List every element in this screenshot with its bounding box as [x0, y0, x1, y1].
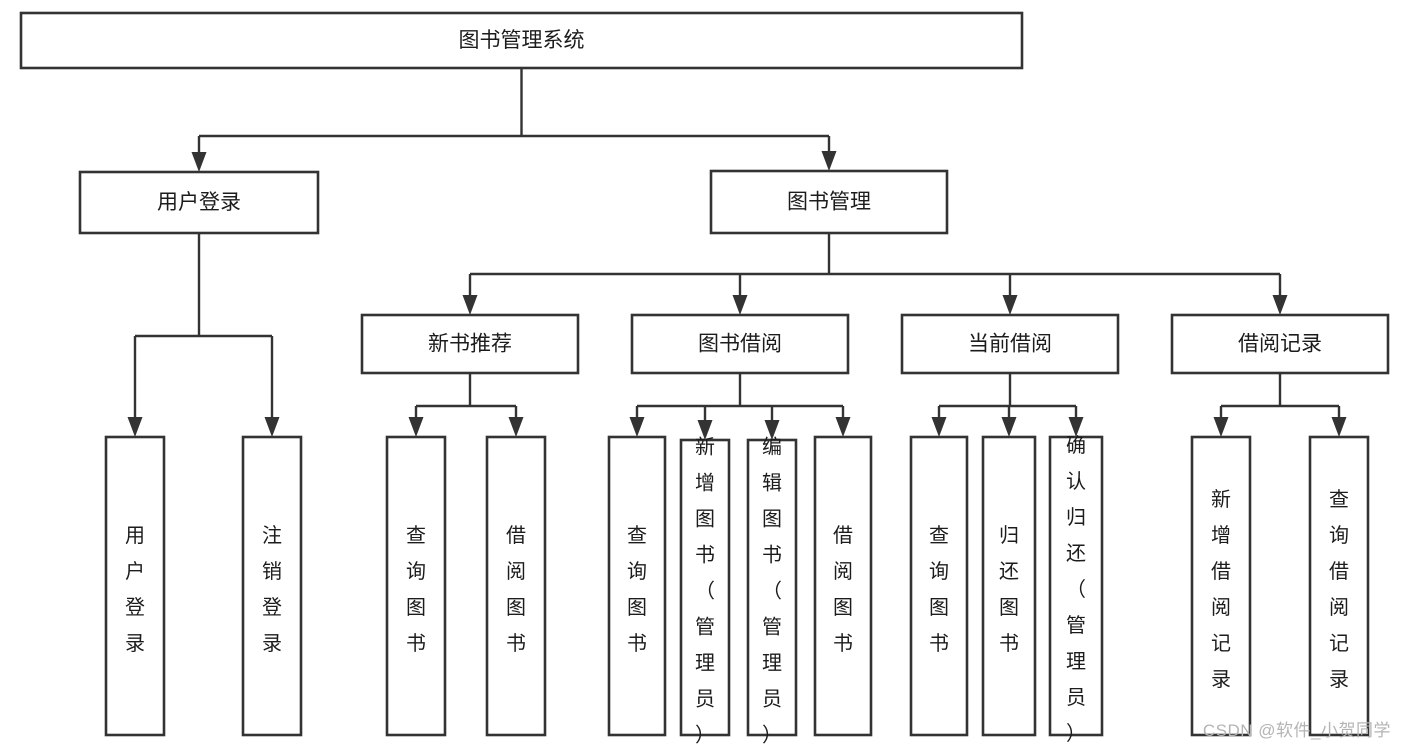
node-label: 新书推荐 [428, 333, 512, 356]
node-leaf-borrow-book-1[interactable]: 借阅图书 [485, 435, 547, 737]
node-current-borrow[interactable]: 当前借阅 [900, 313, 1120, 375]
node-box [1308, 435, 1370, 737]
node-box [485, 435, 547, 737]
arrow-head-icon [462, 295, 478, 315]
node-user-login[interactable]: 用户登录 [78, 170, 320, 235]
arrow-head-icon [764, 420, 780, 440]
node-box [241, 435, 303, 737]
node-label: 用户登录 [157, 191, 241, 214]
node-box [19, 11, 1024, 70]
node-label: 借阅记录 [1238, 333, 1322, 356]
node-label: 归还图书 [999, 524, 1019, 655]
node-leaf-return-book[interactable]: 归还图书 [981, 435, 1037, 737]
node-leaf-logout[interactable]: 注销登录 [241, 435, 303, 737]
node-leaf-confirm-return[interactable]: 确认归还（管理员） [1048, 434, 1104, 745]
arrow-head-icon [697, 420, 713, 440]
node-label: 编辑图书（管理员） [762, 436, 782, 747]
node-box [679, 438, 731, 737]
node-layer: 图书管理系统用户登录图书管理新书推荐图书借阅当前借阅借阅记录用户登录注销登录查询… [19, 11, 1390, 747]
node-label: 借阅图书 [506, 524, 526, 655]
node-label: 查询图书 [929, 524, 949, 655]
arrow-head-icon [127, 417, 143, 437]
node-new-book-rec[interactable]: 新书推荐 [360, 313, 580, 375]
node-label: 图书管理系统 [459, 29, 585, 52]
node-leaf-query-book-2[interactable]: 查询图书 [607, 435, 667, 737]
node-label: 新增借阅记录 [1211, 488, 1231, 691]
arrow-head-icon [508, 417, 524, 437]
arrow-head-icon [1001, 417, 1017, 437]
arrow-head-icon [1331, 417, 1347, 437]
node-box [900, 313, 1120, 375]
node-label: 注销登录 [262, 524, 282, 655]
node-leaf-edit-book[interactable]: 编辑图书（管理员） [746, 436, 798, 747]
node-label: 图书借阅 [698, 333, 782, 356]
arrow-head-icon [732, 295, 748, 315]
node-label: 确认归还（管理员） [1066, 434, 1086, 745]
node-leaf-user-login[interactable]: 用户登录 [104, 435, 166, 737]
node-label: 图书管理 [787, 191, 871, 214]
node-leaf-query-record[interactable]: 查询借阅记录 [1308, 435, 1370, 737]
arrow-head-icon [1002, 295, 1018, 315]
arrow-head-icon [408, 417, 424, 437]
arrow-head-icon [931, 417, 947, 437]
node-box [630, 313, 850, 375]
arrow-head-icon [629, 417, 645, 437]
node-box [78, 170, 320, 235]
arrow-head-icon [191, 152, 207, 172]
node-book-manage[interactable]: 图书管理 [709, 169, 949, 235]
node-label: 当前借阅 [968, 333, 1052, 356]
node-box [607, 435, 667, 737]
node-label: 查询图书 [406, 524, 426, 655]
node-box [709, 169, 949, 235]
arrow-head-icon [1068, 417, 1084, 437]
watermark-label: CSDN @软件_小贺同学 [1202, 721, 1391, 740]
node-box [104, 435, 166, 737]
node-box [1048, 435, 1104, 737]
node-box [813, 435, 873, 737]
arrow-head-icon [1213, 417, 1229, 437]
arrow-head-icon [264, 417, 280, 437]
node-box [909, 435, 969, 737]
node-box [1190, 435, 1252, 737]
node-label: 借阅图书 [833, 524, 853, 655]
node-book-borrow[interactable]: 图书借阅 [630, 313, 850, 375]
node-label: 用户登录 [125, 525, 145, 655]
node-leaf-query-book-3[interactable]: 查询图书 [909, 435, 969, 737]
node-box [981, 435, 1037, 737]
node-leaf-add-record[interactable]: 新增借阅记录 [1190, 435, 1252, 737]
node-root[interactable]: 图书管理系统 [19, 11, 1024, 70]
node-label: 新增图书（管理员） [695, 436, 715, 747]
arrow-head-icon [821, 151, 837, 171]
node-label: 查询图书 [627, 524, 647, 655]
node-label: 查询借阅记录 [1329, 488, 1349, 691]
node-box [746, 438, 798, 737]
node-leaf-add-book[interactable]: 新增图书（管理员） [679, 436, 731, 747]
node-leaf-borrow-book-2[interactable]: 借阅图书 [813, 435, 873, 737]
node-box [1170, 313, 1390, 375]
node-leaf-query-book-1[interactable]: 查询图书 [385, 435, 447, 737]
node-box [360, 313, 580, 375]
node-borrow-record[interactable]: 借阅记录 [1170, 313, 1390, 375]
connector-layer [127, 68, 1347, 440]
node-box [385, 435, 447, 737]
arrow-head-icon [835, 417, 851, 437]
arrow-head-icon [1272, 295, 1288, 315]
